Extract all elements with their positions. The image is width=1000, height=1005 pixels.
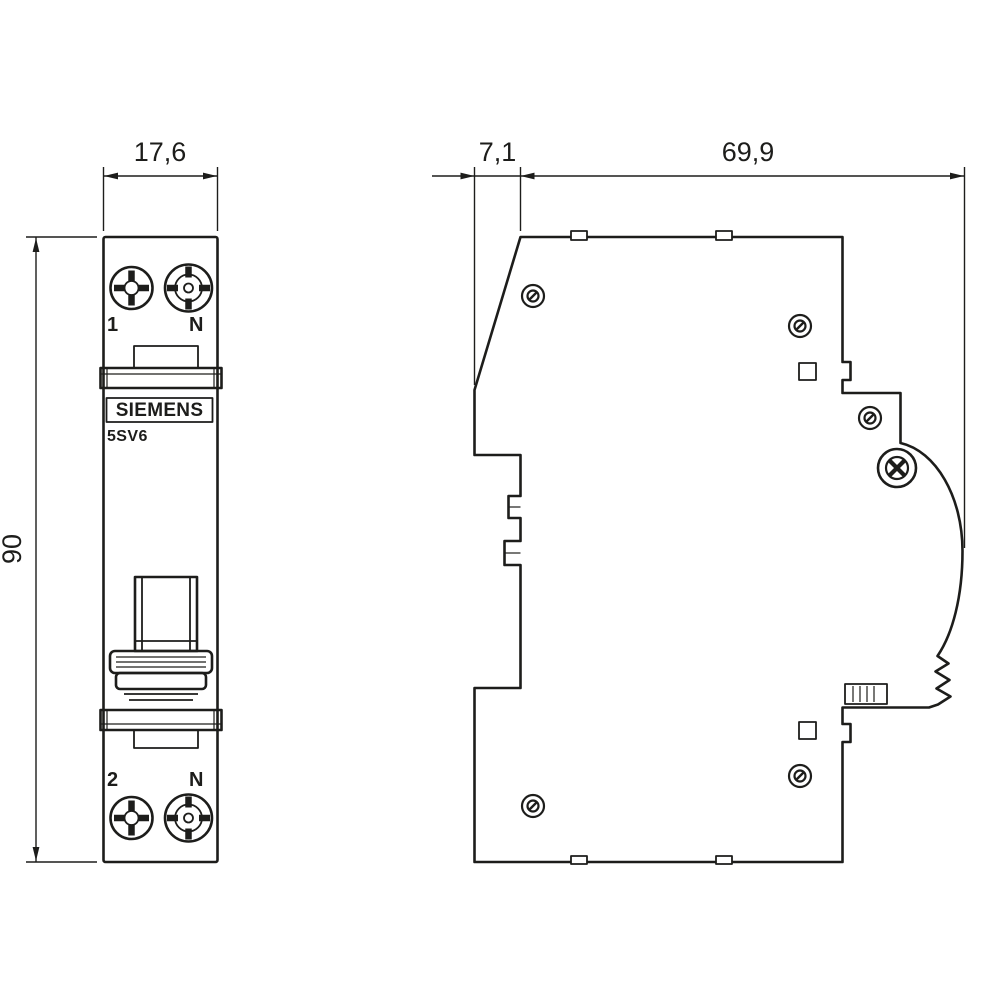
housing-notch — [570, 230, 588, 241]
din-rail-clip — [844, 683, 888, 705]
terminal-screw-bottom-right — [163, 793, 214, 843]
top-mounting-band — [99, 366, 223, 390]
dim-body-depth-value: 69,9 — [722, 137, 775, 167]
arrowhead-right-icon — [460, 172, 475, 180]
brand-label: SIEMENS — [116, 400, 204, 421]
dim-depths: 7,1 69,9 — [432, 137, 966, 548]
bottom-mounting-band — [99, 708, 223, 732]
front-view: 1 N SIEMENS 5SV6 — [99, 235, 223, 864]
arrowhead-left-icon — [104, 172, 118, 180]
arrowhead-right-icon — [203, 172, 217, 180]
rail-fixing-screw — [876, 447, 918, 489]
housing-notch — [715, 855, 733, 865]
brand-plate: SIEMENS — [105, 397, 214, 423]
terminal-screw-bottom-left — [109, 795, 154, 841]
terminal-window-bottom — [133, 729, 199, 749]
terminal-label-n-bottom: N — [189, 769, 203, 791]
housing-screw — [787, 763, 813, 789]
housing-notch — [715, 230, 733, 241]
arrowhead-down-icon — [32, 847, 40, 861]
terminal-label-n-top: N — [189, 314, 203, 336]
dim-height: 90 — [0, 236, 97, 863]
side-view — [473, 230, 964, 865]
dim-front-protrusion-value: 7,1 — [479, 137, 517, 167]
terminal-label-1: 1 — [107, 314, 118, 336]
toggle-slot — [133, 575, 199, 653]
housing-notch — [570, 855, 588, 865]
latch-slot-lower — [798, 721, 817, 740]
arrowhead-right-icon — [950, 172, 964, 180]
model-label: 5SV6 — [107, 428, 148, 445]
side-outline — [473, 235, 964, 864]
dim-front-width-value: 17,6 — [134, 137, 187, 167]
dim-front-width: 17,6 — [102, 137, 219, 231]
arrowhead-up-icon — [32, 238, 40, 252]
housing-screw — [520, 793, 546, 819]
terminal-window-top — [133, 345, 199, 369]
arrowhead-left-icon — [520, 172, 535, 180]
housing-screw — [857, 405, 883, 431]
housing-screw — [520, 283, 546, 309]
dim-height-value: 90 — [0, 534, 27, 564]
terminal-label-2: 2 — [107, 769, 118, 791]
housing-screw — [787, 313, 813, 339]
terminal-screw-top-right — [163, 263, 214, 313]
terminal-screw-top-left — [109, 265, 154, 311]
rocker-ribs — [116, 656, 206, 668]
toggle-switch — [108, 575, 214, 701]
latch-slot-upper — [798, 362, 817, 381]
front-outline — [102, 235, 219, 864]
rocker-base — [114, 671, 208, 691]
